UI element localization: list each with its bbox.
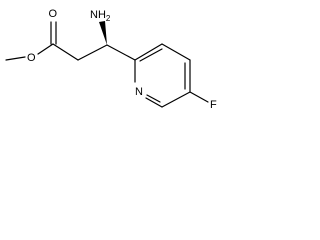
wedge-bond-amino bbox=[99, 21, 107, 45]
ring-bond-c6-n1 bbox=[145, 97, 163, 108]
bond-alpha-stereocenter bbox=[77, 44, 108, 61]
bond-stereocenter-pyridine bbox=[106, 44, 136, 61]
ring-bond-c5-c6 bbox=[161, 91, 191, 108]
fluorine-label: F bbox=[210, 99, 217, 111]
ring-bond-c6-n1-inner bbox=[146, 94, 161, 103]
carbonyl-oxygen-label: O bbox=[49, 8, 58, 20]
amino-label: NH2 bbox=[90, 9, 111, 23]
bond-methyl-ester-oxygen bbox=[5, 56, 26, 61]
ester-oxygen-label: O bbox=[27, 52, 36, 64]
molecule-structure: NH2 O O N F bbox=[5, 8, 217, 111]
bond-c5-fluorine bbox=[189, 91, 209, 103]
bond-ester-oxygen-carbonyl bbox=[37, 43, 54, 55]
bond-carbonyl-alpha bbox=[52, 43, 79, 61]
ring-bond-c2-c3 bbox=[134, 43, 163, 61]
ring-nitrogen-label: N bbox=[135, 86, 143, 98]
ring-bond-c3-c4 bbox=[161, 43, 191, 61]
ring-bond-c2-c3-inner bbox=[139, 48, 163, 62]
